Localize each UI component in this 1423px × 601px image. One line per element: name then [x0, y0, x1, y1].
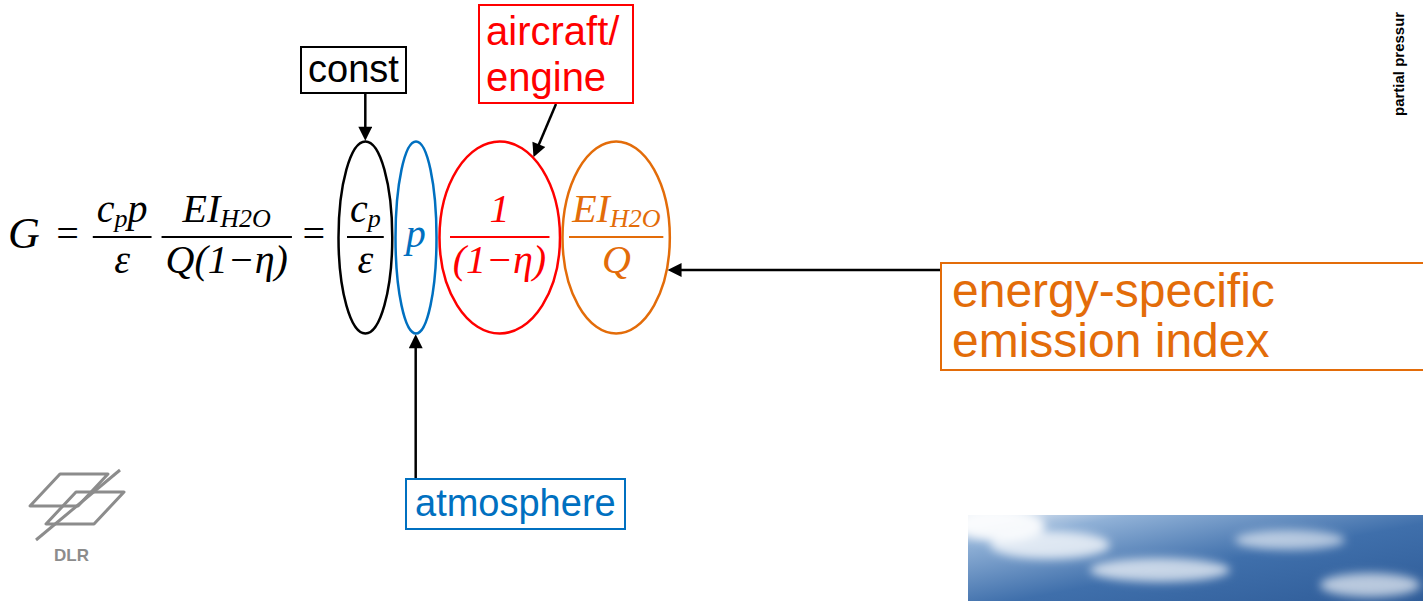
emission-index-box: energy-specific emission index: [940, 262, 1423, 371]
ellipse-fraction-numerator: cp: [350, 187, 381, 236]
ellipse-shape: [395, 142, 436, 334]
fraction-denominator: ε: [114, 238, 130, 282]
math-symbol: p: [406, 212, 426, 256]
aircraft-engine-box: aircraft/ engine: [478, 4, 634, 104]
ellipse-shape: [439, 142, 559, 334]
atmosphere-box: atmosphere: [405, 478, 626, 530]
logo-fuselage: [36, 470, 120, 540]
fraction-denominator: Q(1−η): [166, 238, 288, 282]
box-label: atmosphere: [415, 482, 616, 526]
math-symbol: ε: [357, 238, 373, 282]
logo-wordmark: DLR: [54, 546, 89, 566]
arrow: [535, 104, 556, 152]
math-symbol: (1−η): [453, 238, 546, 282]
ellipse-fraction-numerator: EIH2O: [572, 187, 660, 236]
subscript: H2O: [610, 197, 661, 241]
box-label: aircraft/ engine: [486, 8, 626, 100]
arrow: [673, 269, 940, 272]
ellipse-fraction-denominator: Q: [602, 238, 631, 282]
constant-factor-ellipse: cpε: [337, 140, 394, 335]
logo-wing: [46, 492, 124, 524]
math-symbol: ε: [114, 238, 130, 282]
subscript: H2O: [220, 197, 271, 241]
equals-sign: =: [54, 212, 81, 256]
math-symbol: p: [128, 187, 148, 231]
math-symbol: G: [8, 212, 40, 256]
math-symbol: c: [350, 187, 368, 231]
emission-index-ellipse: EIH2OQ: [561, 140, 671, 335]
pressure-ellipse: p: [394, 140, 438, 335]
math-symbol: 1: [489, 187, 509, 231]
math-symbol: c: [97, 187, 115, 231]
ellipse-fraction-denominator: ε: [357, 238, 373, 282]
arrow: [414, 340, 417, 479]
dlr-logo: [30, 470, 124, 540]
fraction-numerator: EIH2O: [183, 187, 271, 236]
ellipse-shape: [338, 142, 392, 334]
earth-photo: [955, 509, 1423, 601]
ellipse-shape: [563, 142, 670, 334]
subscript: p: [368, 197, 381, 241]
variable: G: [8, 212, 40, 256]
axis-title: partial pressur: [1390, 12, 1407, 116]
arrow: [364, 94, 367, 136]
cloud: [955, 509, 1045, 541]
math-symbol: EI: [183, 187, 221, 231]
math-symbol: Q: [602, 238, 631, 282]
math-symbol: EI: [572, 187, 610, 231]
cloud: [1320, 573, 1420, 597]
subscript: p: [115, 197, 128, 241]
ellipse-symbol: p: [406, 212, 426, 256]
efficiency-ellipse: 1 (1−η): [438, 140, 561, 335]
box-label: energy-specific emission index: [952, 266, 1413, 367]
box-label: const: [308, 49, 399, 91]
ellipse-fraction-numerator: 1: [489, 187, 509, 231]
ellipse-fraction-denominator: (1−η): [453, 238, 546, 282]
equals-sign: =: [300, 212, 327, 256]
math-symbol: =: [300, 212, 327, 256]
math-symbol: Q(1−η): [166, 238, 288, 282]
cloud: [1090, 558, 1230, 582]
cloud: [1235, 530, 1345, 550]
constant-box: const: [300, 46, 407, 94]
math-symbol: =: [54, 212, 81, 256]
fraction-numerator: cpp: [97, 187, 148, 236]
